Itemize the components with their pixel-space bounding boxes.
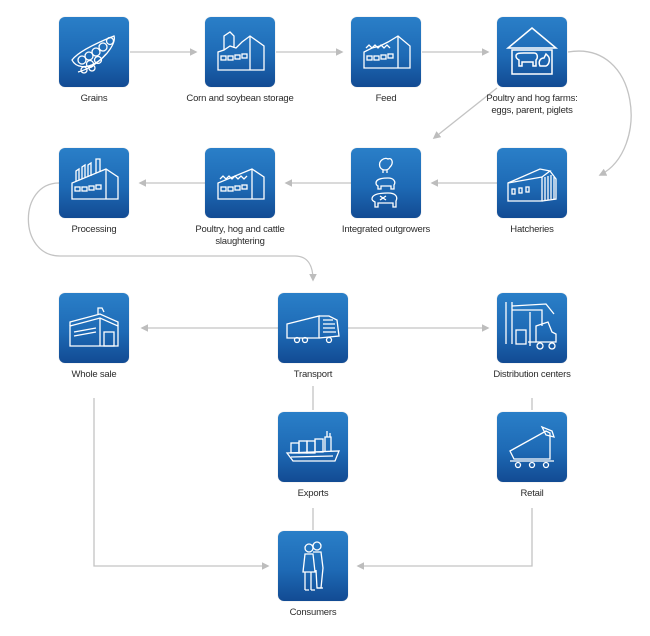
hatchery-building-icon [507, 168, 557, 202]
node-retail: Retail [477, 412, 587, 500]
people-icon [302, 541, 324, 591]
node-slaughtering: Poultry, hog and cattle slaughtering [185, 148, 295, 248]
node-label: Hatcheries [510, 224, 554, 235]
tile-retail [497, 412, 567, 482]
node-processing: Processing [39, 148, 149, 236]
node-outgrowers: Integrated outgrowers [331, 148, 441, 236]
node-label: Consumers [289, 607, 337, 618]
tile-processing [59, 148, 129, 218]
edge-farms-hatcheries [567, 50, 632, 176]
node-label: Poultry and hog farms: eggs, parent, pig… [486, 93, 578, 116]
node-label: Processing [71, 224, 117, 235]
node-hatcheries: Hatcheries [477, 148, 587, 236]
node-label: Retail [520, 488, 544, 499]
cargo-ship-icon [285, 431, 340, 462]
node-feed: Feed [331, 17, 441, 105]
shopping-cart-icon [509, 425, 555, 469]
node-farms: Poultry and hog farms: eggs, parent, pig… [477, 17, 587, 117]
truck-icon [286, 315, 340, 344]
tile-wholesale [59, 293, 129, 363]
warehouse-icon [69, 307, 119, 347]
tile-outgrowers [351, 148, 421, 218]
factory-icon [71, 158, 119, 200]
node-label: Integrated outgrowers [341, 224, 431, 235]
livestock-icon [371, 157, 398, 208]
node-label: Transport [293, 369, 333, 380]
node-label: Whole sale [71, 369, 117, 380]
edge-farms-outgrowers [432, 87, 498, 139]
forklift-icon [505, 302, 557, 350]
node-label: Corn and soybean storage [186, 93, 294, 104]
node-label: Grains [80, 93, 108, 104]
storage-building-icon [217, 31, 265, 71]
tile-consumers [278, 531, 348, 601]
node-label: Distribution centers [493, 369, 571, 380]
tile-hatcheries [497, 148, 567, 218]
node-distribution: Distribution centers [477, 293, 587, 381]
tile-grains [59, 17, 129, 87]
farm-barn-icon [505, 27, 559, 75]
tile-feed [351, 17, 421, 87]
node-exports: Exports [258, 412, 368, 500]
node-transport: Transport [258, 293, 368, 381]
node-label: Exports [297, 488, 329, 499]
node-wholesale: Whole sale [39, 293, 149, 381]
slaughterhouse-icon [217, 168, 265, 200]
tile-exports [278, 412, 348, 482]
tile-slaughtering [205, 148, 275, 218]
node-label: Feed [375, 93, 397, 104]
node-label: Poultry, hog and cattle slaughtering [195, 224, 285, 247]
tile-storage [205, 17, 275, 87]
node-consumers: Consumers [258, 531, 368, 619]
grains-icon [71, 35, 115, 74]
node-storage: Corn and soybean storage [185, 17, 295, 105]
tile-distribution [497, 293, 567, 363]
edge-processing-transport [27, 182, 317, 282]
edge-wholesale-consumers [93, 398, 270, 570]
tile-transport [278, 293, 348, 363]
node-grains: Grains [39, 17, 149, 105]
edge-retail-consumers [356, 508, 533, 570]
feed-mill-icon [363, 35, 411, 69]
tile-farms [497, 17, 567, 87]
